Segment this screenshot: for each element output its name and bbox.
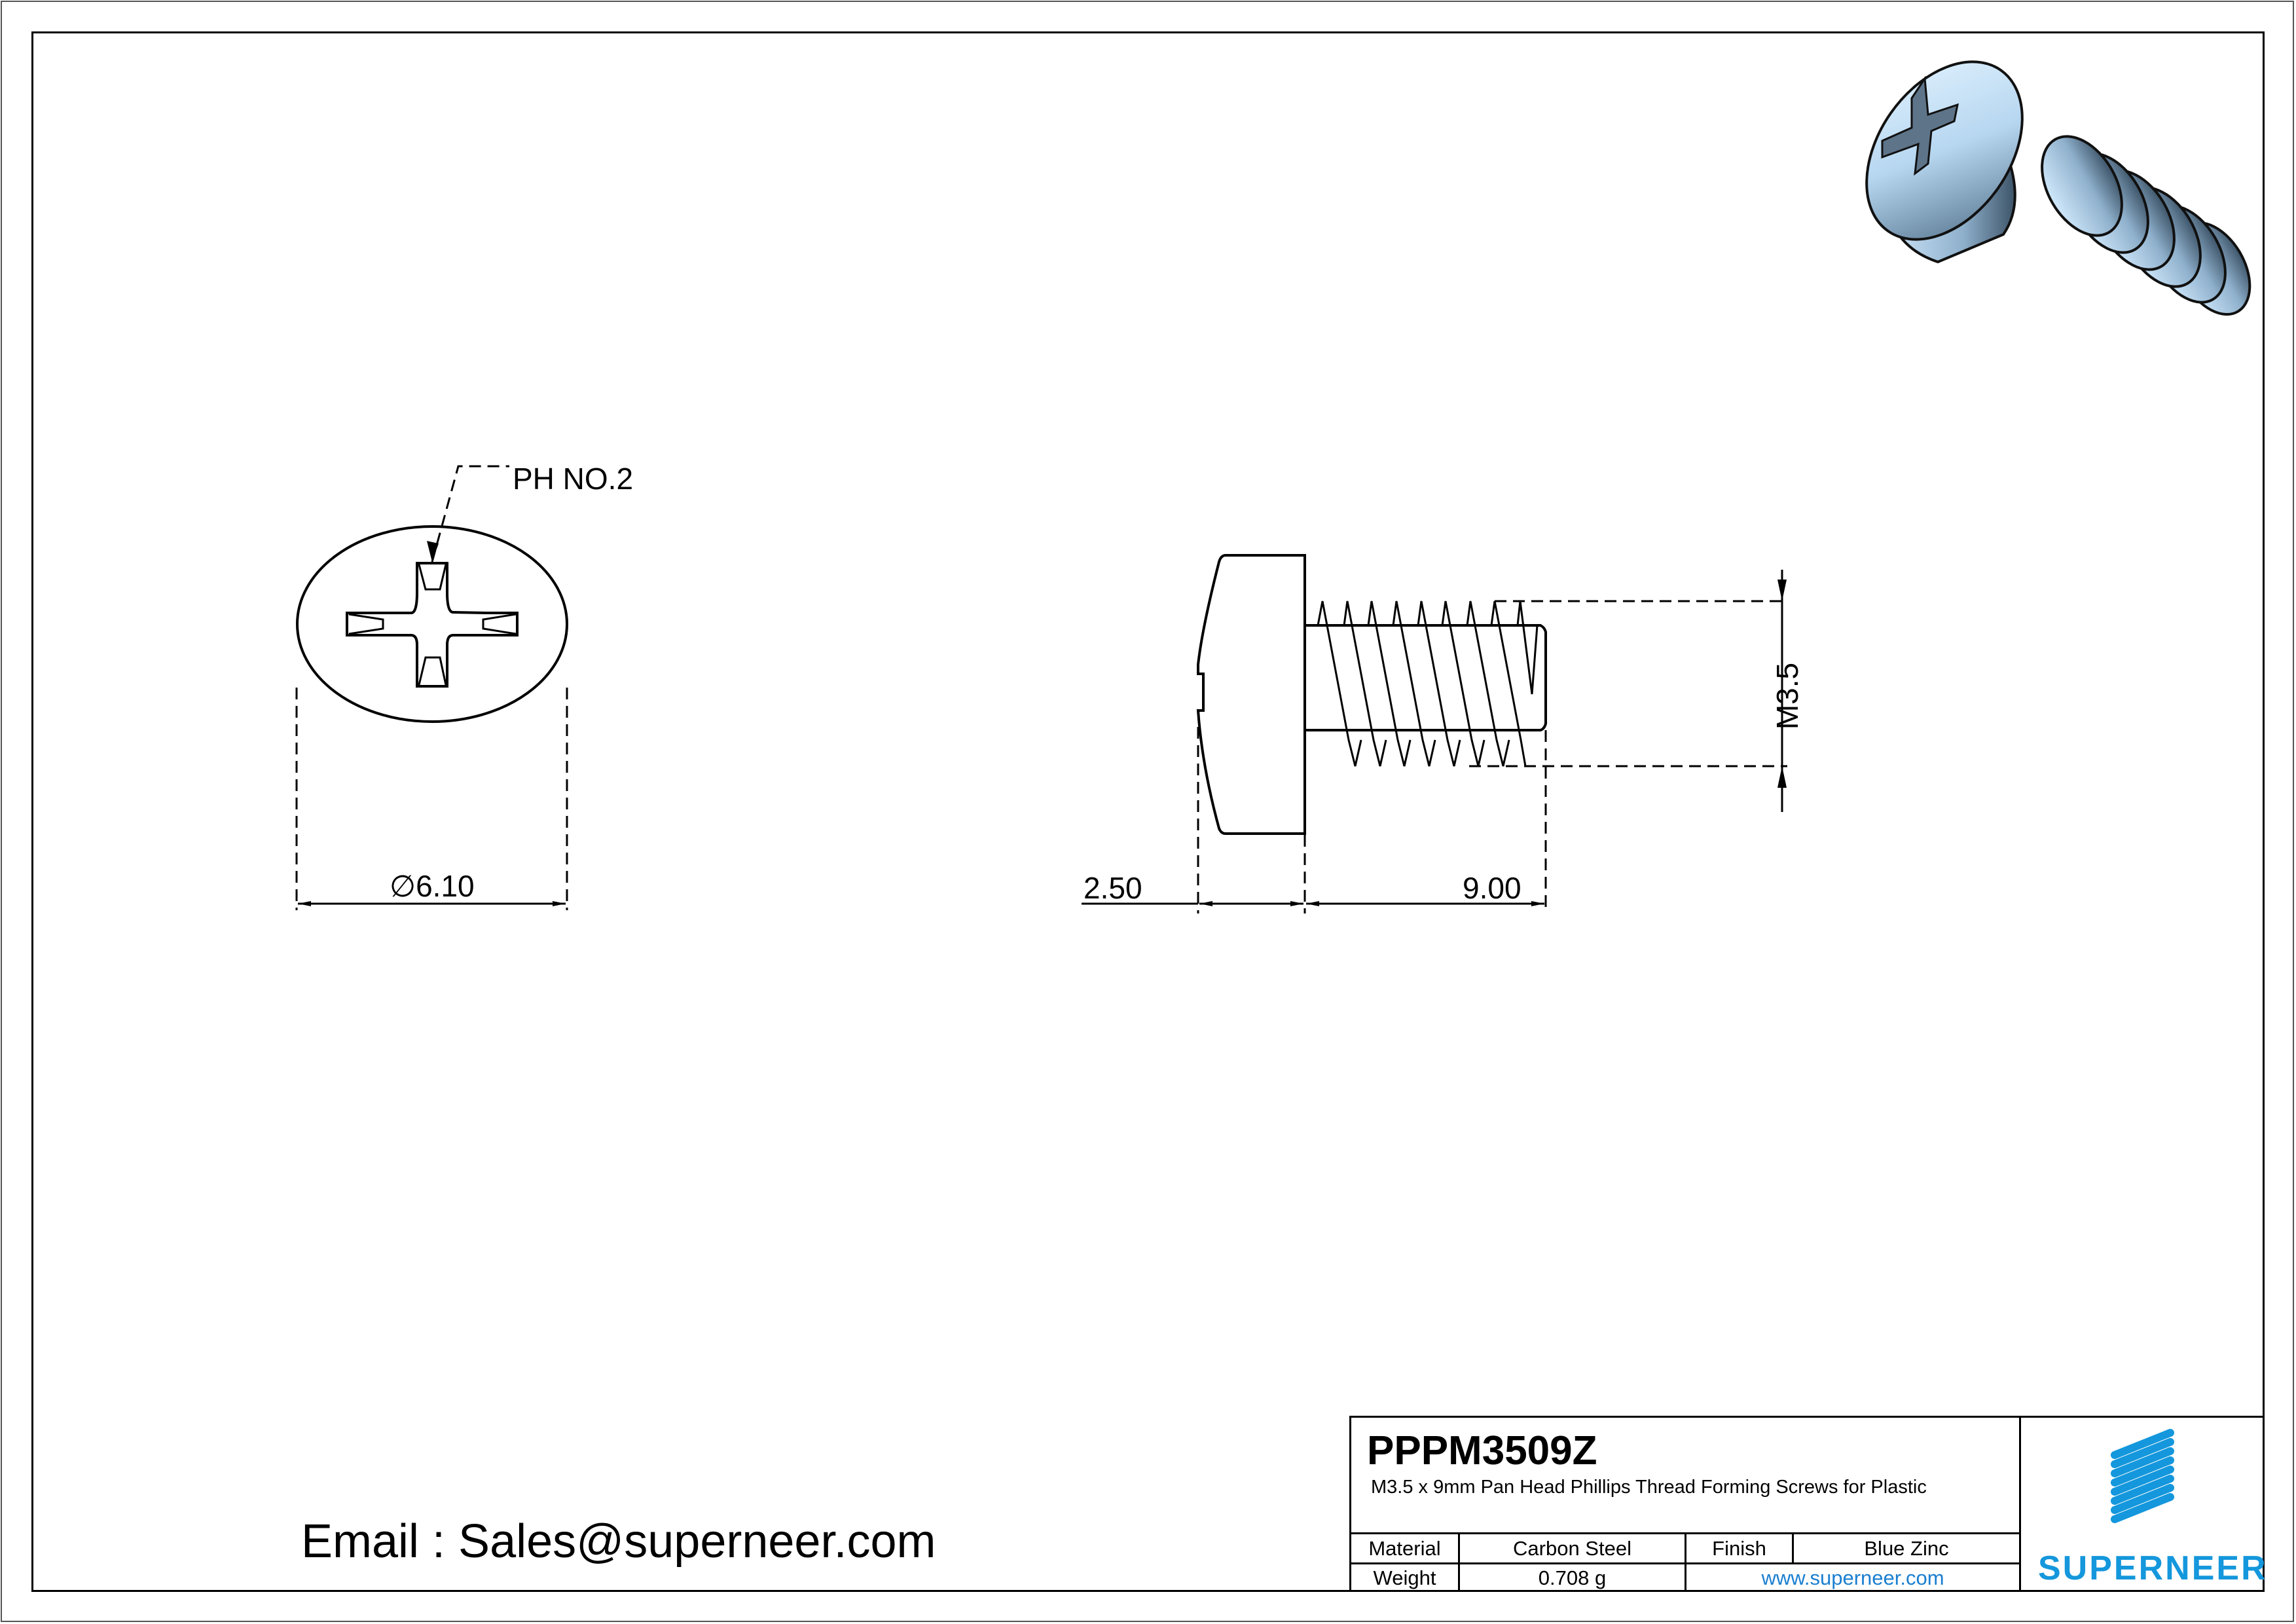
phillips-cross-icon	[346, 562, 519, 688]
drive-type-label: PH NO.2	[513, 462, 634, 496]
screw-3d-render	[1865, 60, 2251, 316]
title-block: PPPM3509Z M3.5 x 9mm Pan Head Phillips T…	[1349, 1416, 2266, 1592]
length-label: 9.00	[1463, 871, 1522, 905]
thread-crests	[1317, 600, 1539, 767]
part-number: PPPM3509Z	[1367, 1428, 1597, 1473]
website-link[interactable]: www.superneer.com	[1761, 1566, 1944, 1589]
weight-label: Weight	[1351, 1564, 1460, 1592]
title-block-row-weight: Weight 0.708 g www.superneer.com	[1351, 1564, 2021, 1592]
top-view	[295, 465, 568, 910]
title-block-main: PPPM3509Z M3.5 x 9mm Pan Head Phillips T…	[1351, 1418, 2021, 1534]
finish-value: Blue Zinc	[1864, 1536, 1949, 1560]
shank-outline	[1305, 624, 1547, 731]
title-block-row-material: Material Carbon Steel Finish Blue Zinc	[1351, 1534, 2021, 1564]
head-outline-circle	[296, 525, 568, 723]
head-diameter-label: ∅6.10	[390, 869, 475, 903]
part-description: M3.5 x 9mm Pan Head Phillips Thread Form…	[1371, 1477, 1927, 1498]
head-height-label: 2.50	[1084, 871, 1142, 905]
sheet-inner-border	[31, 31, 2265, 1592]
diameter-symbol-icon: ∅	[390, 869, 416, 903]
material-value: Carbon Steel	[1460, 1534, 1686, 1562]
finish-label: Finish	[1686, 1534, 1794, 1562]
brand-wordmark: SUPERNEER	[2038, 1549, 2268, 1587]
side-view	[1082, 554, 1787, 913]
weight-value: 0.708 g	[1460, 1564, 1686, 1592]
leader-line	[431, 465, 509, 563]
material-label: Material	[1351, 1534, 1460, 1562]
pan-head-outline	[1196, 554, 1306, 835]
brand-logo-area: SUPERNEER	[2021, 1418, 2266, 1590]
superneer-logo-icon	[2111, 1429, 2174, 1523]
thread-size-label: M3.5	[1770, 662, 1804, 730]
contact-email: Email : Sales@superneer.com	[301, 1515, 936, 1568]
